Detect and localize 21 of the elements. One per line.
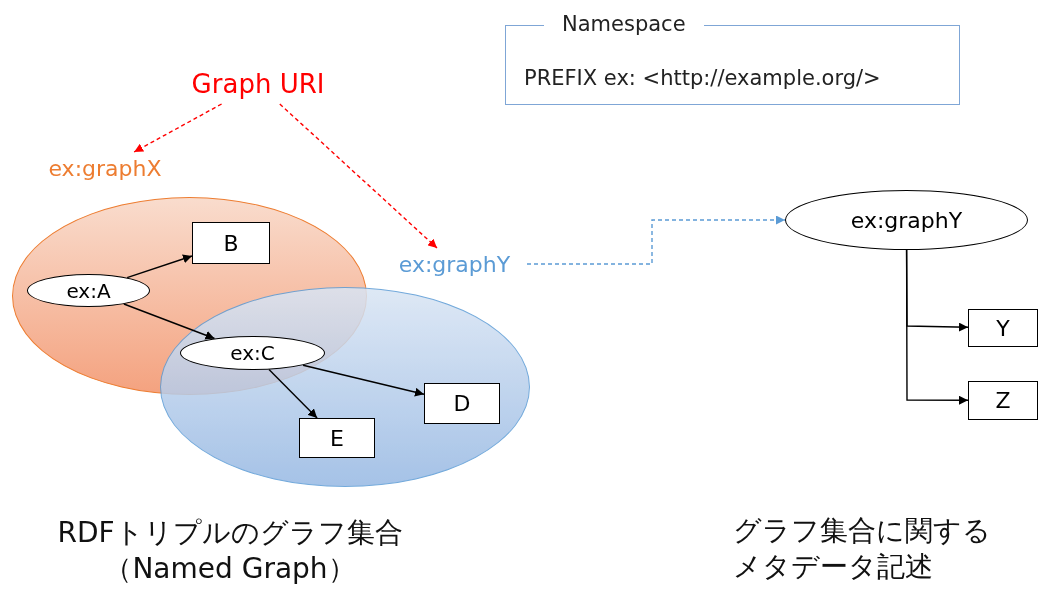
arrow [123, 303, 216, 340]
resource-box: Y [968, 309, 1038, 347]
graph-name-label: ex:graphY [397, 250, 512, 279]
resource-box: E [299, 418, 375, 458]
arrow [905, 249, 969, 405]
resource-box: Z [968, 381, 1038, 420]
resource-box: D [424, 383, 500, 424]
arrow [126, 254, 193, 279]
caption-text: グラフ集合に関するメタデータ記述 [733, 513, 992, 585]
arrow [268, 368, 318, 419]
caption-text: RDFトリプルのグラフ集合（Named Graph） [56, 515, 404, 587]
dashed-arrow [133, 103, 223, 153]
graph-name-label: ex:graphX [47, 154, 163, 183]
dashed-arrow [526, 215, 786, 265]
prefix-declaration: PREFIX ex: <http://example.org/> [524, 66, 881, 90]
uri-label: Graph URI [172, 64, 344, 104]
dashed-arrow [279, 103, 438, 249]
namespace-heading: Namespace [544, 12, 704, 36]
resource-box: B [192, 222, 270, 264]
arrow [302, 364, 425, 397]
graph-name-ellipse: ex:graphY [785, 190, 1028, 250]
